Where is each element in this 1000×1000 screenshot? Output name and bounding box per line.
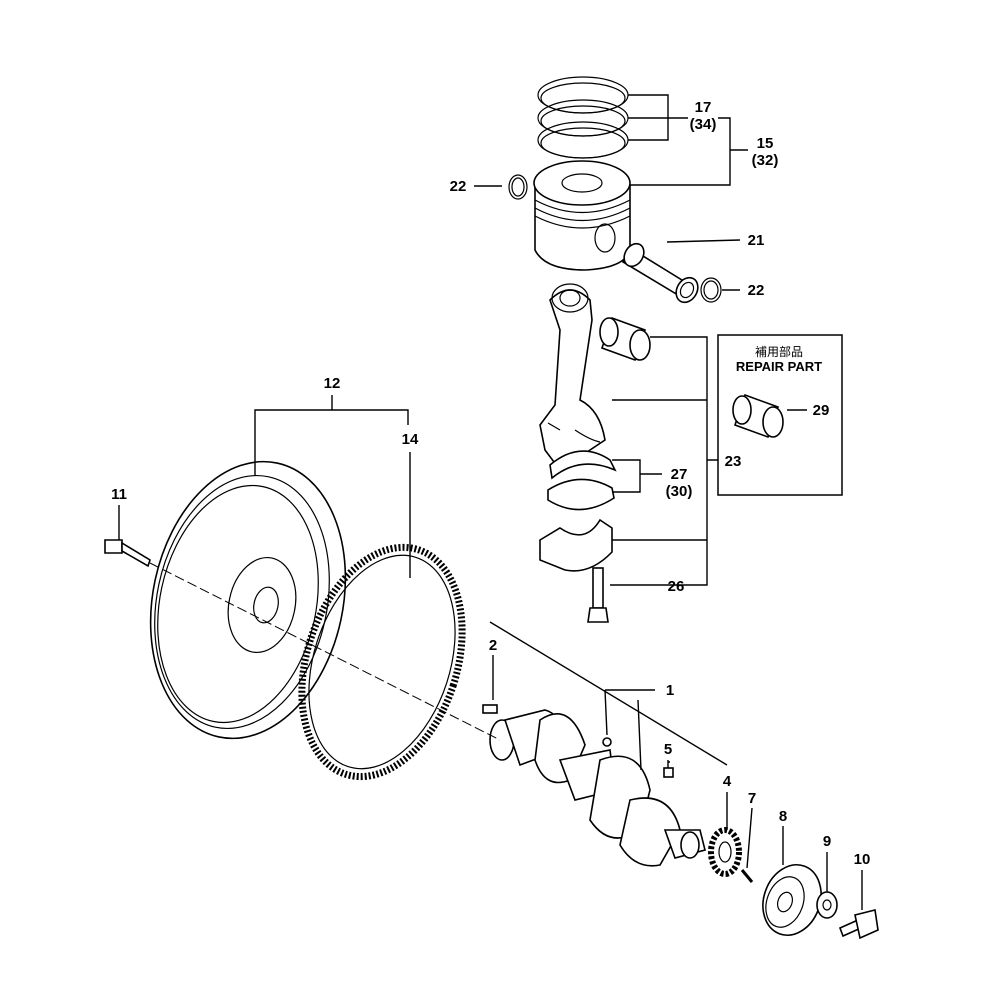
ring-gear [298,543,466,781]
label-7: 7 [748,790,756,807]
label-27: 27 [671,466,688,483]
label-17-alt: (34) [690,116,717,133]
label-26: 26 [668,578,685,595]
leader-lines [118,94,863,910]
pulley-bolt [838,909,879,940]
pin [740,869,754,883]
crankshaft [489,709,706,867]
label-9: 9 [823,833,831,850]
label-1: 1 [666,682,674,699]
label-21: 21 [748,232,765,249]
label-10: 10 [854,851,871,868]
label-22-left: 22 [450,178,467,195]
piston-pin [621,242,699,304]
crank-gear [708,827,742,877]
label-2: 2 [489,637,497,654]
dowel-pin [482,704,498,714]
connecting-rod [539,283,606,472]
key [663,767,674,778]
circlip-right [700,277,722,303]
label-17: 17 [695,99,712,116]
label-15: 15 [757,135,774,152]
flywheel [149,460,347,740]
small-end-bushing [599,316,651,362]
bearing-shells [547,450,617,511]
repair-box-title-en: REPAIR PART [736,359,822,374]
label-23: 23 [725,453,742,470]
label-27-alt: (30) [666,483,693,500]
label-11: 11 [111,486,127,503]
repair-box-title-jp: 補用部品 [755,344,803,359]
piston [533,160,631,271]
label-5: 5 [664,741,672,758]
plug-ball [602,737,612,747]
rod-bolt [587,567,609,623]
circlip-left [508,174,528,200]
label-15-alt: (32) [752,152,779,169]
part-labels: 17 (34) 15 (32) 22 21 22 27 (30) 23 26 2… [111,99,870,868]
rod-cap [539,518,613,572]
label-29: 29 [813,402,830,419]
piston-rings [537,76,629,159]
label-4: 4 [723,773,732,790]
label-14: 14 [402,431,419,448]
washer [816,891,838,919]
label-12: 12 [324,375,341,392]
flywheel-bolt [104,539,151,568]
label-22-right: 22 [748,282,765,299]
label-8: 8 [779,808,787,825]
repair-part-box: 補用部品 REPAIR PART [717,334,843,496]
